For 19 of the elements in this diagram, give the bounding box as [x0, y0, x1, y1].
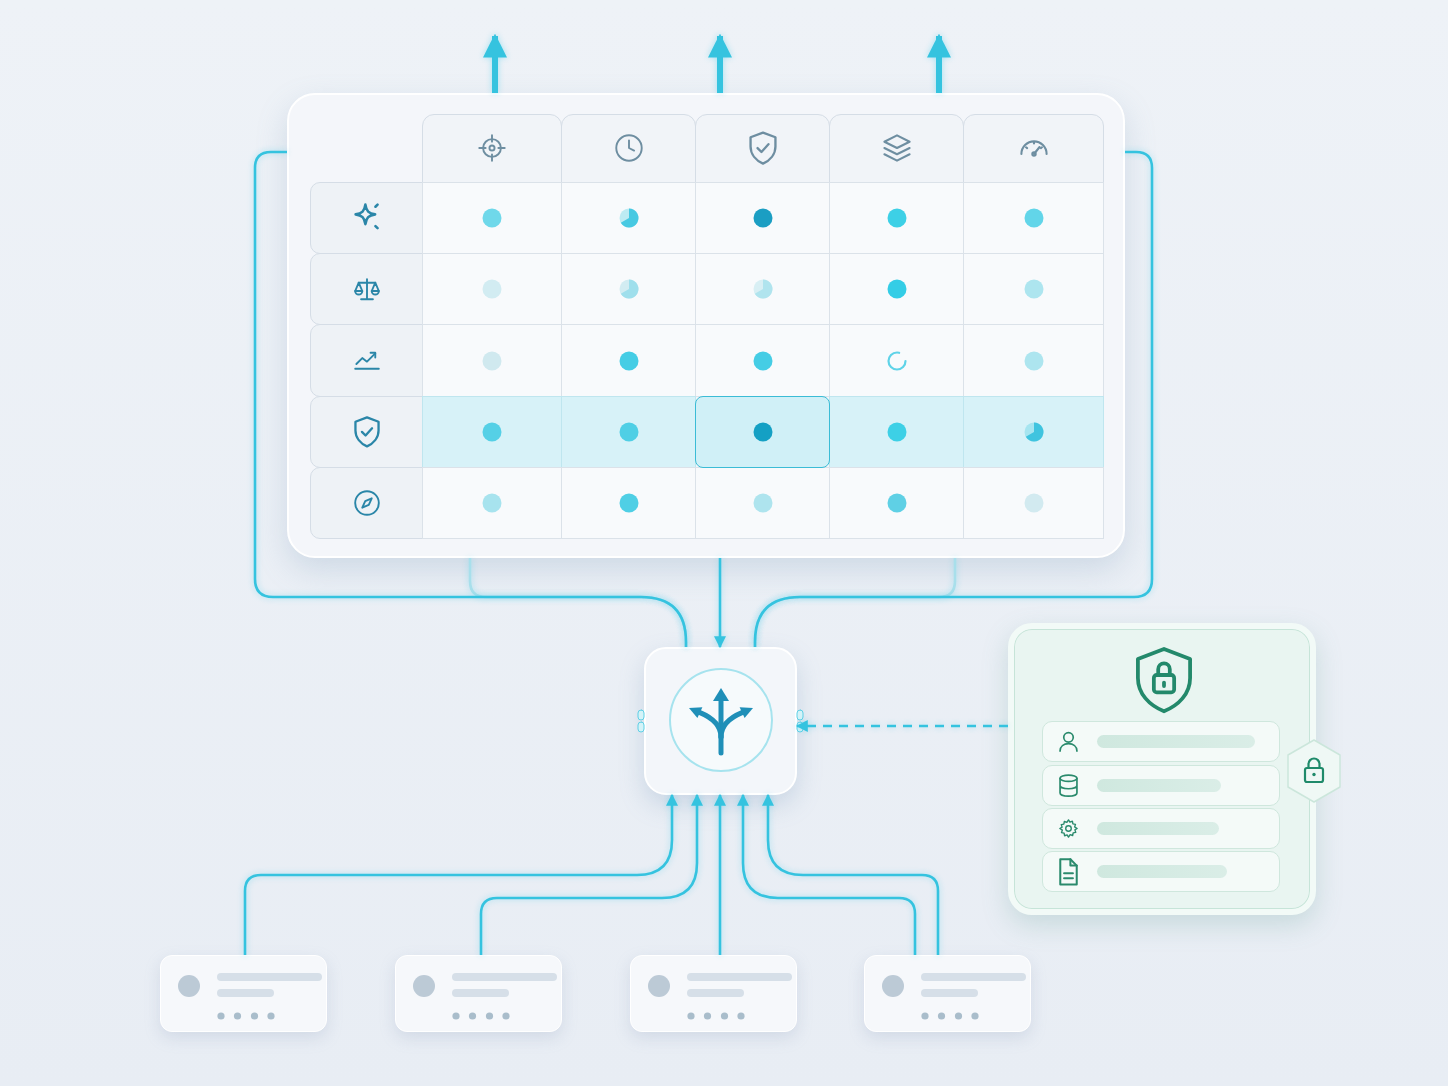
matrix-panel [287, 93, 1125, 558]
arrow [708, 33, 732, 93]
arrow [762, 793, 940, 955]
arrow [243, 793, 678, 955]
placeholder-card [395, 955, 562, 1032]
arrow [714, 793, 726, 955]
arrow [483, 33, 507, 93]
security-panel [1008, 623, 1316, 915]
placeholder-card [160, 955, 327, 1032]
connector-line [753, 150, 1154, 648]
connector-line [253, 150, 688, 648]
arrow [714, 558, 726, 649]
placeholder-card [864, 955, 1031, 1032]
arrow [737, 793, 917, 955]
arrow [927, 33, 951, 93]
dashed-arrow [795, 720, 1008, 732]
arrow [479, 793, 703, 955]
hub-panel [644, 647, 797, 795]
placeholder-card [630, 955, 797, 1032]
